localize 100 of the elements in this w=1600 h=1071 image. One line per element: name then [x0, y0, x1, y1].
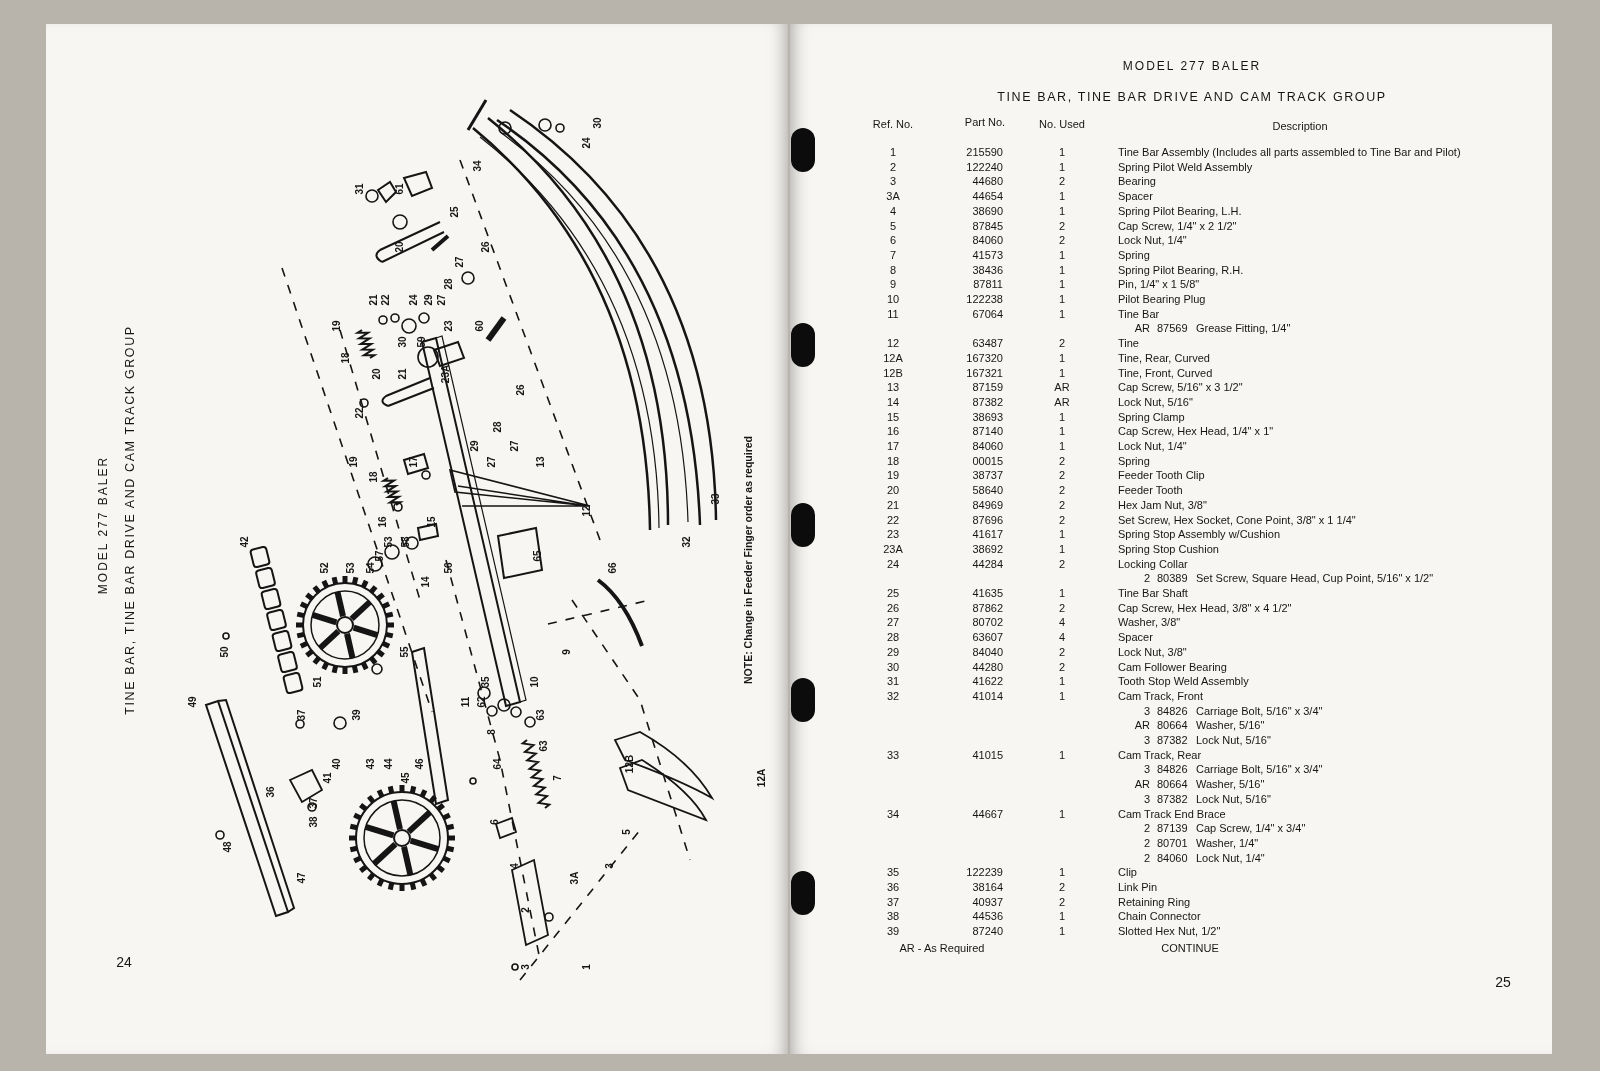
table-text: 2 [889, 160, 897, 173]
table-text: Tine [1118, 336, 1139, 350]
table-text: Cam Track, Rear [1118, 748, 1202, 761]
table-text: 1 [889, 145, 897, 159]
table-text: 2 [1143, 821, 1150, 835]
table-text: 1 [1058, 425, 1066, 438]
table-text: 1 [1058, 689, 1066, 703]
table-text: 44536 [972, 910, 1003, 923]
table-text: Spring Stop Assembly w/Cushion [1118, 527, 1281, 541]
callout-number: 52 [319, 562, 331, 574]
table-text: 63607 [972, 630, 1003, 644]
callout-number: 22 [354, 407, 366, 419]
table-text: 3 [1143, 733, 1150, 747]
table-text: 2 [1058, 498, 1066, 512]
callout-number: 22 [380, 294, 392, 306]
table-text: 1 [1058, 410, 1066, 423]
table-text: Clip [1118, 866, 1137, 879]
callout-number: 36 [265, 786, 277, 798]
callout-number: 24 [408, 294, 420, 306]
table-text: 10 [886, 292, 900, 306]
table-text: Cam Follower Bearing [1118, 660, 1227, 673]
table-text: 12 [886, 336, 900, 350]
table-text: 4 [889, 204, 897, 218]
column-header: Part No. [964, 115, 1006, 129]
callout-number: 2 [520, 907, 532, 913]
callout-number: 19 [348, 456, 360, 468]
callout-number: 27 [454, 256, 466, 268]
table-text: 44667 [972, 807, 1003, 820]
callout-number: 5 [621, 829, 633, 835]
table-text: 17 [886, 439, 900, 453]
table-text: 3 [889, 175, 897, 188]
table-text: 16 [886, 425, 900, 438]
table-text: 18 [886, 454, 900, 467]
table-text: 1 [1058, 292, 1066, 306]
callout-number: 64 [492, 758, 504, 770]
table-text: 20 [886, 483, 900, 497]
table-text: Washer, 5/16" [1196, 719, 1265, 732]
page-heading: MODEL 277 BALER [1122, 60, 1262, 74]
table-text: Cap Screw, 5/16" x 3 1/2" [1118, 380, 1243, 394]
table-text: 1 [1058, 748, 1066, 761]
table-text: 2 [1058, 454, 1066, 467]
table-text: Set Screw, Square Head, Cup Point, 5/16" x 1/2" [1196, 572, 1434, 585]
table-text: Retaining Ring [1118, 895, 1191, 908]
callout-number: 27 [509, 440, 521, 452]
table-text: 33 [886, 748, 900, 761]
callout-number: 21 [397, 368, 409, 380]
callout-number: 12 [581, 505, 593, 517]
table-text: 84060 [972, 233, 1003, 247]
table-text: 23 [886, 527, 900, 541]
table-text: 38737 [972, 469, 1003, 482]
callout-number: 19 [331, 320, 343, 332]
table-text: 1 [1058, 807, 1066, 820]
table-text: 167321 [966, 366, 1003, 379]
table-text: 87569 [1157, 322, 1188, 335]
table-text: 40937 [972, 895, 1003, 908]
callout-number: 53 [383, 536, 395, 548]
table-text: Washer, 5/16" [1196, 777, 1265, 791]
callout-number: 42 [239, 536, 251, 548]
table-text: Locking Collar [1118, 557, 1188, 570]
table-text: Chain Connector [1118, 910, 1201, 923]
group-title: TINE BAR, TINE BAR DRIVE AND CAM TRACK GROUP [122, 325, 138, 715]
table-text: 1 [1058, 307, 1066, 320]
table-text: AR - As Required [899, 941, 985, 955]
table-text: 41617 [972, 527, 1003, 541]
table-text: 00015 [972, 454, 1003, 467]
table-text: 7 [889, 248, 897, 262]
table-text: 87696 [972, 513, 1003, 526]
table-text: Spacer [1118, 630, 1153, 644]
callout-number: 60 [474, 320, 486, 332]
table-text: 30 [886, 660, 900, 673]
callout-number: 32 [681, 536, 693, 548]
callout-number: 30 [397, 336, 409, 348]
table-text: 84060 [1157, 851, 1188, 864]
table-text: 38164 [972, 880, 1003, 894]
table-text: 24 [886, 557, 900, 570]
table-text: 1 [1058, 674, 1066, 688]
table-text: 1 [1058, 145, 1066, 159]
table-text: 2 [1058, 233, 1066, 247]
table-text: 1 [1058, 527, 1066, 541]
table-text: 4 [1058, 630, 1066, 644]
table-text: Bearing [1118, 175, 1156, 188]
table-text: 37 [886, 895, 900, 908]
table-text: 19 [886, 469, 900, 482]
table-text: Washer, 1/4" [1196, 836, 1259, 850]
table-text: 1 [1058, 586, 1066, 600]
callout-number: 9 [561, 649, 573, 655]
table-text: 63487 [972, 336, 1003, 350]
table-text: 41573 [972, 248, 1003, 262]
table-text: Carriage Bolt, 5/16" x 3/4" [1196, 763, 1323, 776]
table-text: 87811 [973, 278, 1003, 291]
table-text: 1 [1058, 924, 1066, 938]
table-text: 215590 [966, 145, 1003, 159]
table-text: 34 [886, 807, 900, 820]
callout-number: 37 [308, 797, 320, 809]
table-text: 26 [886, 601, 900, 614]
table-text: Lock Nut, 5/16" [1196, 792, 1271, 806]
table-text: 87140 [972, 425, 1003, 438]
table-text: 44280 [972, 660, 1003, 673]
table-text: Spring Pilot Weld Assembly [1118, 160, 1253, 173]
table-text: 1 [1058, 351, 1066, 365]
